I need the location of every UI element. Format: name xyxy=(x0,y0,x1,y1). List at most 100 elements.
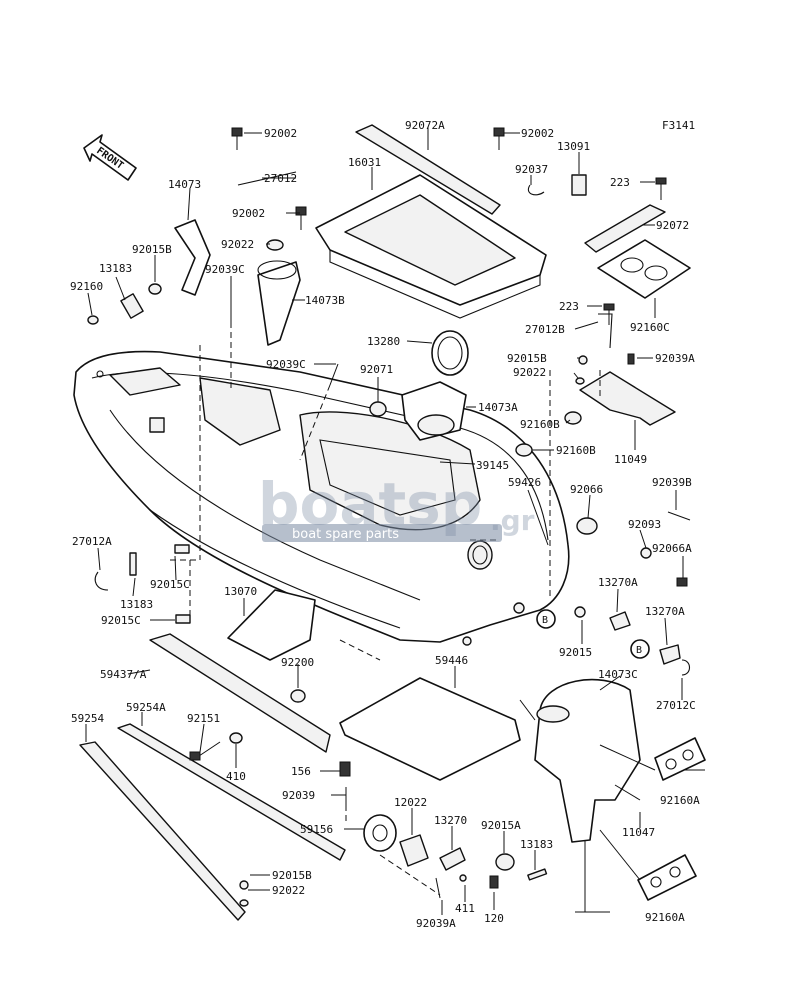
bracket-11049 xyxy=(579,371,676,426)
bolt-223-1 xyxy=(655,177,667,200)
callout-92160c: 92160C xyxy=(630,321,670,334)
callout-13183: 13183 xyxy=(99,262,132,275)
callout-92093: 92093 xyxy=(628,518,661,531)
callout-92072a: 92072A xyxy=(405,119,445,132)
callout-92015c: 92015C xyxy=(150,578,190,591)
callout-59156: 59156 xyxy=(300,823,333,836)
strap-92072a xyxy=(355,124,501,215)
callout-16031: 16031 xyxy=(348,156,381,169)
callout-92002: 92002 xyxy=(232,207,265,220)
clamp-27012c xyxy=(681,659,691,676)
callout-14073c: 14073C xyxy=(598,668,638,681)
grommet-92160 xyxy=(87,315,99,325)
callout-13270a: 13270A xyxy=(598,576,638,589)
screw-92039c-2 xyxy=(329,363,339,386)
clip-13270a xyxy=(609,611,631,631)
bolt-92002-1 xyxy=(231,127,243,150)
washer-92022 xyxy=(266,239,284,251)
callout-92015b: 92015B xyxy=(507,352,547,365)
callout-13183: 13183 xyxy=(120,598,153,611)
callout-223: 223 xyxy=(610,176,630,189)
rail-59437a xyxy=(149,633,331,753)
callout-92022: 92022 xyxy=(513,366,546,379)
callout-92015c: 92015C xyxy=(101,614,141,627)
duct-14073a xyxy=(401,330,469,441)
callout-59446: 59446 xyxy=(435,654,468,667)
clip-13270 xyxy=(439,847,466,871)
svg-text:B: B xyxy=(636,645,642,656)
callout-92022: 92022 xyxy=(272,884,305,897)
tube-14073 xyxy=(174,219,211,296)
callout-92039c: 92039C xyxy=(266,358,306,371)
pad-92160a-upper xyxy=(654,737,706,781)
washer-92200 xyxy=(290,689,306,703)
bolt-120 xyxy=(489,875,499,889)
bolt-156 xyxy=(339,761,351,777)
gasket-92066 xyxy=(576,517,598,535)
callout-59426: 59426 xyxy=(508,476,541,489)
front-arrow-icon: FRONT xyxy=(83,134,137,181)
bolt-11047 xyxy=(614,784,641,801)
washer-410 xyxy=(229,732,243,744)
callout-92039a: 92039A xyxy=(655,352,695,365)
svg-text:boat spare parts: boat spare parts xyxy=(292,527,399,542)
clamp-27012b xyxy=(598,313,613,349)
callout-92015b: 92015B xyxy=(272,869,312,882)
callout-13270a: 13270A xyxy=(645,605,685,618)
mount-92160b-2 xyxy=(515,443,533,457)
callout-13070: 13070 xyxy=(224,585,257,598)
callout-11047: 11047 xyxy=(622,826,655,839)
screw-92039a xyxy=(627,353,635,365)
callout-92160: 92160 xyxy=(70,280,103,293)
callout-92160a: 92160A xyxy=(660,794,700,807)
plate-59446 xyxy=(339,677,521,781)
callout-92015: 92015 xyxy=(559,646,592,659)
callout-156: 156 xyxy=(291,765,311,778)
watermark-logo: boatsp .gr boat spare parts xyxy=(258,470,535,542)
callout-14073a: 14073A xyxy=(478,401,518,414)
callout-92039a: 92039A xyxy=(416,917,456,930)
callout-12022: 12022 xyxy=(394,796,427,809)
callout-223: 223 xyxy=(559,300,579,313)
callout-92072: 92072 xyxy=(656,219,689,232)
callout-39145: 39145 xyxy=(476,459,509,472)
nut-92015b xyxy=(148,283,162,295)
plate-12022 xyxy=(399,834,429,867)
callout-92022: 92022 xyxy=(221,238,254,251)
washer-92093 xyxy=(640,547,652,559)
callout-59437-a: 59437/A xyxy=(100,668,147,681)
bolt-223-2 xyxy=(603,303,615,325)
callout-92039b: 92039B xyxy=(652,476,692,489)
callout-92066a: 92066A xyxy=(652,542,692,555)
washer-92022-3 xyxy=(239,899,249,907)
callout-92160b: 92160B xyxy=(520,418,560,431)
bolt-92002-3 xyxy=(493,127,505,150)
storage-bin xyxy=(315,174,547,319)
callout-92160b: 92160B xyxy=(556,444,596,457)
callout-410: 410 xyxy=(226,770,246,783)
callout-92002: 92002 xyxy=(521,127,554,140)
nut-92015c xyxy=(174,544,190,554)
clip-13091 xyxy=(571,174,587,196)
grommet-92071 xyxy=(369,401,387,417)
callout-13183: 13183 xyxy=(520,838,553,851)
svg-text:B: B xyxy=(542,615,548,626)
ref-marker-b-2: B xyxy=(630,639,650,659)
callout-92151: 92151 xyxy=(187,712,220,725)
nut-92015 xyxy=(574,606,586,618)
callout-120: 120 xyxy=(484,912,504,925)
bracket-13183 xyxy=(120,293,144,319)
callout-92037: 92037 xyxy=(515,163,548,176)
callout-59254: 59254 xyxy=(71,712,104,725)
callout-13270: 13270 xyxy=(434,814,467,827)
clamp-92037 xyxy=(527,184,545,196)
callout-13091: 13091 xyxy=(557,140,590,153)
cover-13070 xyxy=(227,589,316,661)
screw-92039b xyxy=(667,511,691,521)
callout-27012a: 27012A xyxy=(72,535,112,548)
bracket-13183-3 xyxy=(129,552,137,576)
callout-92015a: 92015A xyxy=(481,819,521,832)
callout-92160a: 92160A xyxy=(645,911,685,924)
callout-27012c: 27012C xyxy=(656,699,696,712)
